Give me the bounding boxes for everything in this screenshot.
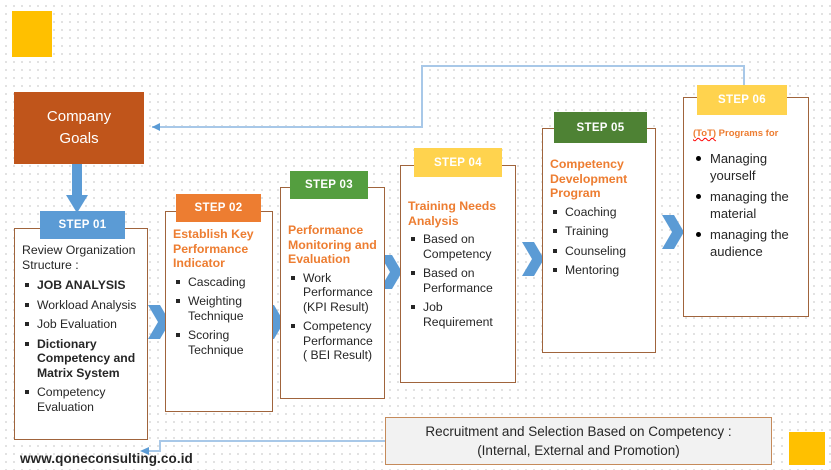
chevron-step05-to-step06	[662, 215, 684, 249]
step-content-6: (ToT) Programs for Managing yourself man…	[683, 128, 809, 264]
step-title-1: Review Organization Structure :	[22, 243, 136, 272]
step-title-3: Performance Monitoring and Evaluation	[288, 223, 377, 266]
list-item: Based on Performance	[408, 266, 508, 295]
step-tab-6: STEP 06	[697, 85, 787, 115]
arrow-goals-to-step01	[66, 164, 88, 213]
step-content-3: Performance Monitoring and Evaluation Wo…	[280, 223, 385, 368]
step-box-6[interactable]	[683, 97, 809, 317]
step-title-4: Training Needs Analysis	[408, 199, 497, 228]
step-list-6: Managing yourself managing the material …	[693, 150, 799, 260]
list-item: Dictionary Competency and Matrix System	[22, 337, 140, 381]
recruitment-banner[interactable]: Recruitment and Selection Based on Compe…	[385, 417, 772, 465]
chevron-step01-to-step02	[148, 305, 170, 339]
step-list-1: JOB ANALYSIS Workload Analysis Job Evalu…	[22, 278, 140, 414]
step-tab-3: STEP 03	[290, 171, 368, 199]
step-list-3: Work Performance (KPI Result) Competency…	[288, 271, 377, 363]
spellcheck-underlined-text: (ToT)	[693, 128, 717, 139]
list-item: Job Evaluation	[22, 317, 140, 332]
step-list-4: Based on Competency Based on Performance…	[408, 232, 508, 329]
list-item: managing the audience	[693, 226, 799, 260]
step-content-4: Training Needs Analysis Based on Compete…	[400, 199, 516, 334]
step-tab-1: STEP 01	[40, 211, 125, 239]
list-item: Competency Evaluation	[22, 385, 140, 414]
step-box-2[interactable]	[165, 211, 273, 412]
step-box-3[interactable]	[280, 187, 385, 399]
banner-line2: (Internal, External and Promotion)	[477, 443, 680, 458]
list-item: Job Requirement	[408, 300, 508, 329]
step-tab-2: STEP 02	[176, 194, 261, 222]
step-tab-label-2: STEP 02	[194, 202, 243, 214]
step-content-5: Competency Development Program Coaching …	[542, 157, 656, 283]
company-goals-node[interactable]: Company Goals	[14, 92, 144, 164]
list-item: Competency Performance ( BEI Result)	[288, 319, 377, 363]
company-goals-line1: Company	[46, 108, 112, 125]
step-list-2: Cascading Weighting Technique Scoring Te…	[173, 275, 265, 358]
feedback-arrowhead-bottom	[140, 447, 149, 455]
step-content-2: Establish Key Performance Indicator Casc…	[165, 227, 273, 362]
chevron-step03-to-step04	[380, 255, 402, 289]
feedback-line-top	[152, 65, 745, 128]
step-title-2: Establish Key Performance Indicator	[173, 227, 254, 270]
step-tab-label-1: STEP 01	[58, 219, 107, 231]
company-goals-line2: Goals	[59, 130, 99, 147]
step-title-5: Competency Development Program	[550, 157, 628, 200]
list-item: Based on Competency	[408, 232, 508, 261]
step-tab-label-3: STEP 03	[305, 179, 353, 191]
step-box-5[interactable]	[542, 128, 656, 353]
list-item: Counseling	[550, 244, 648, 259]
list-item: Coaching	[550, 205, 648, 220]
banner-line1: Recruitment and Selection Based on Compe…	[425, 424, 732, 439]
list-item: managing the material	[693, 188, 799, 222]
list-item: Managing yourself	[693, 150, 799, 184]
feedback-line-bottom	[146, 440, 385, 452]
site-url-label: www.qoneconsulting.co.id	[20, 451, 193, 466]
step-content-1: Review Organization Structure : JOB ANAL…	[14, 243, 148, 419]
decorative-square-top-left	[12, 11, 52, 57]
list-item: Cascading	[173, 275, 265, 290]
step-tab-label-6: STEP 06	[718, 94, 766, 106]
step-list-5: Coaching Training Counseling Mentoring	[550, 205, 648, 278]
step-tab-5: STEP 05	[554, 112, 647, 143]
list-item: Weighting Technique	[173, 294, 265, 323]
list-item: Workload Analysis	[22, 298, 140, 313]
tot-suffix: Programs for	[716, 128, 779, 139]
decorative-square-bottom-right	[789, 432, 825, 465]
list-item: JOB ANALYSIS	[22, 278, 140, 293]
chevron-step04-to-step05	[522, 242, 544, 276]
list-item: Mentoring	[550, 263, 648, 278]
list-item: Training	[550, 224, 648, 239]
list-item: Scoring Technique	[173, 328, 265, 357]
step-tab-label-4: STEP 04	[434, 156, 482, 169]
step-tab-label-5: STEP 05	[576, 121, 625, 134]
step-box-4[interactable]	[400, 165, 516, 383]
feedback-arrowhead-top	[152, 123, 160, 131]
step-tab-4: STEP 04	[414, 148, 502, 177]
list-item: Work Performance (KPI Result)	[288, 271, 377, 315]
step-title-6: (ToT) Programs for	[693, 128, 799, 140]
